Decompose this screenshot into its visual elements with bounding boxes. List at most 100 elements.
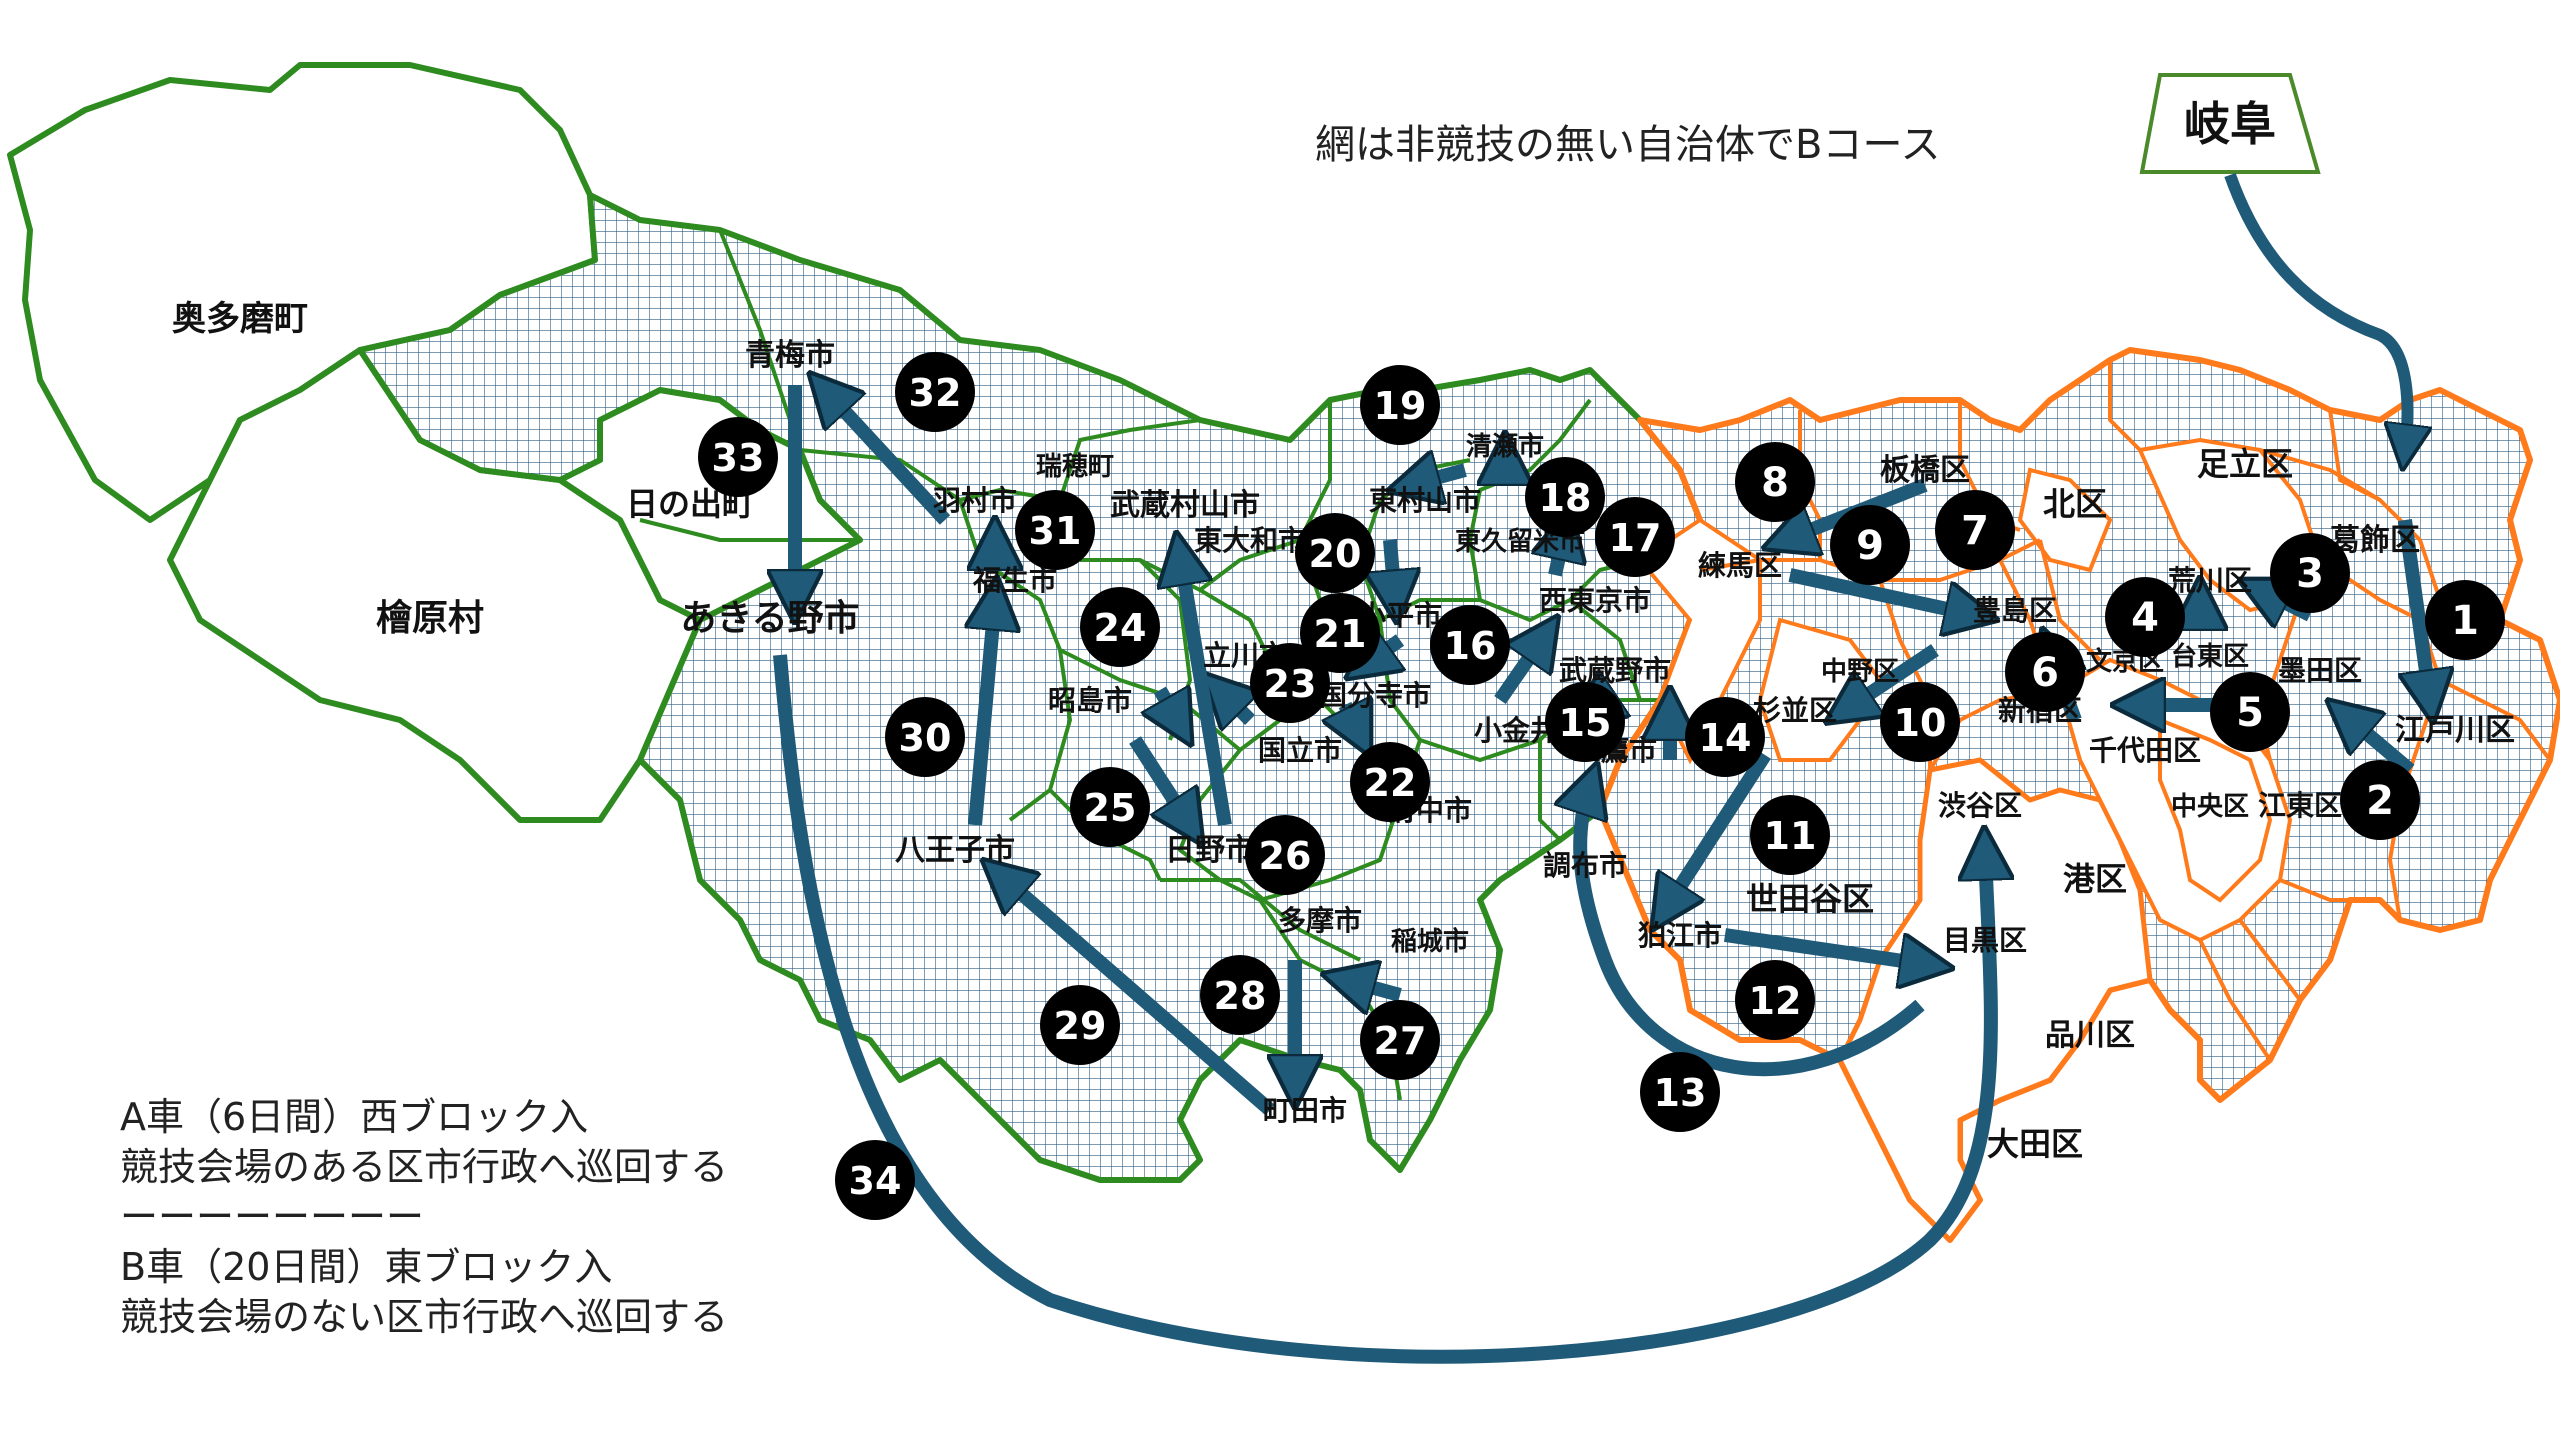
route-arrow (1000, 875, 1275, 1116)
municipality-label: 豊島区 (1973, 594, 2057, 627)
route-step-marker: 13 (1640, 1052, 1720, 1132)
route-step-marker: 23 (1250, 643, 1330, 723)
municipality-label: 渋谷区 (1938, 789, 2022, 822)
route-step-number: 4 (2131, 595, 2159, 641)
route-step-circle (1360, 365, 1440, 445)
route-step-number: 13 (1654, 1071, 1707, 1115)
municipality-label: 西東京市 (1539, 584, 1651, 617)
municipality-label: 江戸川区 (2395, 713, 2515, 748)
route-arrow (1345, 705, 1360, 735)
municipality-label: 杉並区 (1753, 694, 1837, 727)
route-step-number: 18 (1539, 476, 1592, 520)
route-step-marker: 1 (2425, 580, 2505, 660)
municipality-label: 昭島市 (1048, 684, 1132, 717)
route-step-circle (1830, 505, 1910, 585)
route-arrow (825, 390, 951, 525)
route-arrow (2345, 715, 2415, 776)
municipality-label: あきる野市 (680, 598, 859, 639)
municipality-label: 多摩市 (1278, 904, 1362, 937)
municipality-label: 日野市 (1165, 833, 1255, 868)
route-step-marker: 20 (1295, 513, 1375, 593)
route-step-number: 33 (712, 436, 765, 480)
route-step-marker: 31 (1015, 490, 1095, 570)
municipality-label: 板橋区 (1880, 453, 1970, 488)
route-step-marker: 9 (1830, 505, 1910, 585)
route-step-circle (1295, 513, 1375, 593)
route-step-marker: 4 (2105, 577, 2185, 657)
legend-separator: ーーーーーーーー (120, 1195, 424, 1239)
route-step-number: 28 (1214, 974, 1267, 1018)
route-step-circle (1350, 742, 1430, 822)
route-step-circle (1245, 815, 1325, 895)
legend-block: A車（6日間）西ブロック入 競技会場のある区市行政へ巡回する ーーーーーーーー … (120, 1095, 728, 1339)
municipality-label: 武蔵野市 (1559, 654, 1671, 687)
route-step-marker: 28 (1200, 955, 1280, 1035)
route-step-marker: 27 (1360, 1000, 1440, 1080)
route-arrow (1788, 568, 1975, 615)
route-step-circle (2210, 672, 2290, 752)
route-step-number: 32 (909, 371, 962, 415)
origin-gifu-label: 岐阜 (2184, 97, 2276, 151)
route-step-circle (1015, 490, 1095, 570)
route-step-number: 16 (1444, 624, 1497, 668)
municipality-label: 目黒区 (1943, 924, 2027, 957)
route-step-marker: 22 (1350, 742, 1430, 822)
legend-line-b2: 競技会場のない区市行政へ巡回する (120, 1295, 728, 1339)
route-arrow (1494, 635, 1545, 704)
route-step-number: 29 (1054, 1004, 1107, 1048)
route-step-number: 17 (1609, 516, 1662, 560)
route-step-marker: 15 (1545, 682, 1625, 762)
route-step-number: 6 (2031, 650, 2059, 696)
route-step-circle (2270, 533, 2350, 613)
route-arrow (773, 654, 1991, 1364)
route-step-marker: 7 (1935, 490, 2015, 570)
municipality-label: 青梅市 (745, 338, 835, 373)
municipality-label: 奥多磨町 (172, 299, 308, 339)
municipality-labels: 奥多磨町檜原村日の出町あきる野市青梅市羽村市瑞穂町福生市武蔵村山市東大和市昭島市… (172, 299, 2515, 1163)
route-step-circle (1250, 643, 1330, 723)
route-step-circle (835, 1140, 915, 1220)
municipality-label: 町田市 (1263, 1094, 1347, 1127)
route-step-marker: 2 (2340, 760, 2420, 840)
route-step-marker: 29 (1040, 985, 1120, 1065)
route-arrow (1180, 555, 1232, 827)
route-step-circle (1070, 767, 1150, 847)
municipality-label: 大田区 (1987, 1125, 2083, 1163)
route-arrow (1129, 736, 1190, 825)
legend-line-a1: A車（6日間）西ブロック入 (120, 1095, 588, 1139)
route-step-circle (1640, 1052, 1720, 1132)
route-arrow (1220, 690, 1250, 720)
route-step-circle (1430, 605, 1510, 685)
route-step-number: 21 (1314, 612, 1367, 656)
route-step-circle (1200, 955, 1280, 1035)
route-step-circle (2425, 580, 2505, 660)
route-step-number: 5 (2236, 690, 2264, 736)
route-arrow (1580, 785, 1925, 1077)
route-step-number: 14 (1699, 716, 1752, 760)
route-step-circle (1685, 697, 1765, 777)
route-step-number: 22 (1364, 761, 1417, 805)
municipality-label: 八王子市 (895, 833, 1015, 868)
route-step-number: 34 (849, 1159, 902, 1203)
municipality-label: 北区 (2043, 485, 2107, 523)
route-step-marker: 21 (1300, 593, 1380, 673)
route-arrow (1390, 539, 1395, 600)
municipality-label: 狛江市 (1638, 919, 1722, 952)
municipality-label: 荒川区 (2168, 564, 2252, 597)
legend-line-b1: B車（20日間）東ブロック入 (120, 1245, 612, 1289)
route-step-number: 27 (1374, 1019, 1427, 1063)
route-step-number: 7 (1961, 508, 1989, 554)
municipality-label: 品川区 (2045, 1018, 2135, 1053)
municipality-label: 墨田区 (2278, 654, 2362, 687)
route-step-number: 10 (1894, 701, 1947, 745)
municipality-label: 瑞穂町 (1036, 452, 1114, 482)
route-step-number: 1 (2451, 598, 2479, 644)
route-arrow (1845, 644, 1939, 710)
route-step-circle (2005, 632, 2085, 712)
route-arrow (1723, 928, 1930, 965)
route-arrow (1665, 751, 1771, 910)
municipality-label: 中央区 (2171, 792, 2249, 822)
route-arrow (2224, 173, 2407, 450)
route-step-circle (1935, 490, 2015, 570)
